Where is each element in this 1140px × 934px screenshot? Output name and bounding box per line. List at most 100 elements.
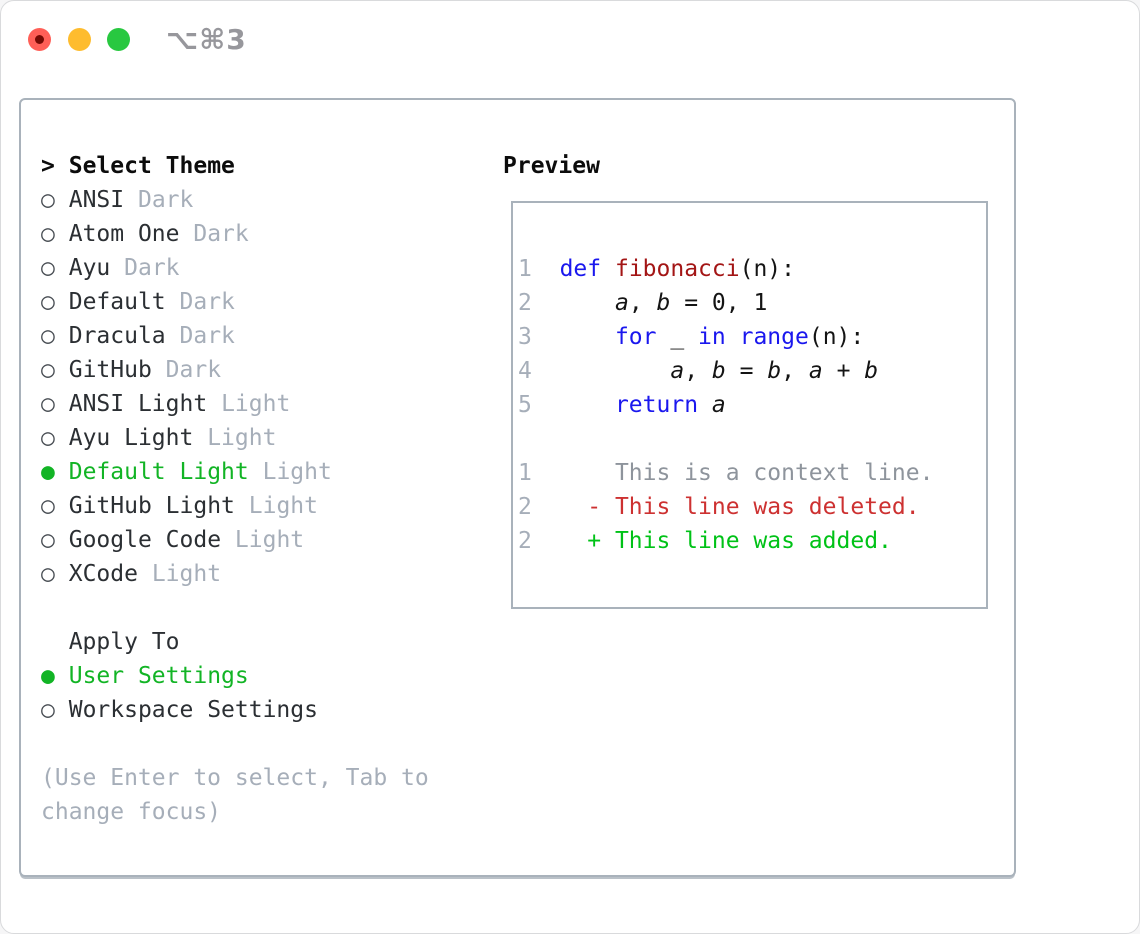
apply-to-list: ● User Settings○ Workspace Settings <box>41 659 429 727</box>
theme-name: Google Code <box>68 527 222 553</box>
line-number: 3 <box>518 324 532 350</box>
code-token-keyword: range <box>739 324 809 350</box>
code-token-plain <box>532 256 560 282</box>
theme-variant: Light <box>234 527 305 553</box>
radio-unselected-icon: ○ <box>41 323 55 349</box>
theme-name: GitHub <box>68 357 152 383</box>
theme-option-atom-one[interactable]: ○ Atom One Dark <box>41 217 429 251</box>
help-text-line: change focus) <box>41 799 222 825</box>
theme-name: Ayu <box>68 255 111 281</box>
theme-option-xcode[interactable]: ○ XCode Light <box>41 557 429 591</box>
zoom-button-icon[interactable] <box>107 28 130 51</box>
code-token-plain: = 0, 1 <box>670 290 768 316</box>
theme-name: Dracula <box>68 323 166 349</box>
code-token-function: fibonacci <box>614 256 740 282</box>
help-text-line: (Use Enter to select, Tab to <box>41 765 429 791</box>
theme-variant: Light <box>262 459 332 485</box>
theme-variant: Dark <box>165 357 222 383</box>
line-number: 2 <box>518 494 532 520</box>
code-line: 4 a, b = b, a + b <box>518 354 986 388</box>
theme-option-google-code[interactable]: ○ Google Code Light <box>41 523 429 557</box>
code-token-added: + This line was added. <box>531 528 892 554</box>
theme-option-dracula[interactable]: ○ Dracula Dark <box>41 319 429 353</box>
code-token-context: This is a context line. <box>531 460 934 486</box>
radio-selected-icon: ● <box>41 663 55 689</box>
code-token-keyword: for <box>614 324 657 350</box>
code-token-variable: b <box>656 290 671 316</box>
theme-list-column: > Select Theme ○ ANSI Dark○ Atom One Dar… <box>41 149 429 829</box>
code-token-plain: , <box>628 290 657 316</box>
code-token-plain: (n): <box>739 256 795 282</box>
radio-unselected-icon: ○ <box>41 493 55 519</box>
line-number: 2 <box>518 528 532 554</box>
theme-name: Default <box>68 289 166 315</box>
code-token-plain: (n): <box>808 324 865 350</box>
apply-option-label: User Settings <box>68 663 249 689</box>
code-token-variable: b <box>864 358 879 384</box>
theme-option-ayu-light[interactable]: ○ Ayu Light Light <box>41 421 429 455</box>
code-line: 2 a, b = 0, 1 <box>518 286 986 320</box>
window-title-shortcut: ⌥⌘3 <box>166 23 247 56</box>
select-theme-title: Select Theme <box>68 153 235 179</box>
theme-variant: Light <box>207 425 277 451</box>
theme-option-github[interactable]: ○ GitHub Dark <box>41 353 429 387</box>
code-token-plain <box>532 290 615 316</box>
code-token-plain: _ <box>656 324 699 350</box>
line-number: 4 <box>518 358 532 384</box>
code-line: 1 def fibonacci(n): <box>518 252 986 286</box>
theme-option-ansi[interactable]: ○ ANSI Dark <box>41 183 429 217</box>
code-line: 5 return a <box>518 388 986 422</box>
theme-variant: Dark <box>179 323 235 349</box>
select-theme-header: > Select Theme <box>41 149 429 183</box>
theme-variant: Dark <box>137 187 194 213</box>
code-token-keyword: in <box>698 324 726 350</box>
theme-variant: Light <box>248 493 318 519</box>
theme-name: XCode <box>68 561 138 587</box>
line-number: 5 <box>518 392 532 418</box>
radio-unselected-icon: ○ <box>41 391 55 417</box>
minimize-button-icon[interactable] <box>68 28 91 51</box>
theme-option-ayu[interactable]: ○ Ayu Dark <box>41 251 429 285</box>
radio-unselected-icon: ○ <box>41 187 55 213</box>
theme-list: ○ ANSI Dark○ Atom One Dark○ Ayu Dark○ De… <box>41 183 429 591</box>
code-token-keyword: def <box>559 256 602 282</box>
code-token-plain: = <box>725 358 768 384</box>
theme-variant: Dark <box>124 255 180 281</box>
theme-option-default-light[interactable]: ● Default Light Light <box>41 455 429 489</box>
code-token-deleted: - This line was deleted. <box>531 494 920 520</box>
preview-column: Preview 1 def fibonacci(n):2 a, b = 0, 1… <box>503 149 988 609</box>
code-token-plain <box>726 324 740 350</box>
theme-option-ansi-light[interactable]: ○ ANSI Light Light <box>41 387 429 421</box>
unsaved-indicator-icon <box>35 35 44 44</box>
code-token-variable: b <box>767 358 782 384</box>
code-line <box>518 422 986 456</box>
code-token-variable: a <box>711 392 726 418</box>
code-token-plain: , <box>781 358 809 384</box>
radio-selected-icon: ● <box>41 459 55 485</box>
line-number: 2 <box>518 290 532 316</box>
prompt-caret-icon: > <box>41 153 55 179</box>
code-token-plain: + <box>822 358 865 384</box>
apply-option-user-settings[interactable]: ● User Settings <box>41 659 429 693</box>
apply-option-workspace-settings[interactable]: ○ Workspace Settings <box>41 693 429 727</box>
close-button-icon[interactable] <box>28 28 51 51</box>
theme-option-default[interactable]: ○ Default Dark <box>41 285 429 319</box>
code-line: 1 This is a context line. <box>518 456 986 490</box>
radio-unselected-icon: ○ <box>41 697 55 723</box>
radio-unselected-icon: ○ <box>41 255 55 281</box>
theme-name: Default Light <box>68 459 249 485</box>
theme-name: Atom One <box>68 221 180 247</box>
theme-picker-panel: > Select Theme ○ ANSI Dark○ Atom One Dar… <box>19 98 1016 877</box>
code-token-plain: , <box>684 358 712 384</box>
code-token-plain <box>532 392 615 418</box>
theme-variant: Light <box>221 391 291 417</box>
theme-option-github-light[interactable]: ○ GitHub Light Light <box>41 489 429 523</box>
theme-variant: Light <box>151 561 222 587</box>
radio-unselected-icon: ○ <box>41 289 55 315</box>
theme-name: GitHub Light <box>68 493 235 519</box>
apply-to-header: Apply To <box>41 625 429 659</box>
line-number: 1 <box>518 256 532 282</box>
